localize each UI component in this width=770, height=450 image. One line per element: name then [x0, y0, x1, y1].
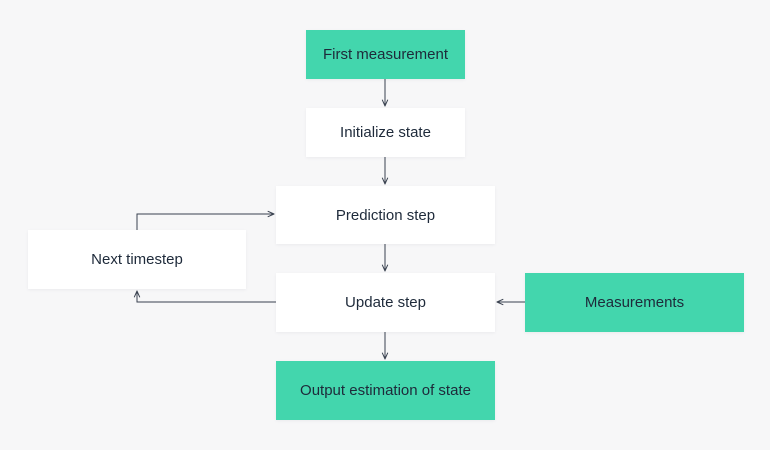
node-output-estimation: Output estimation of state — [276, 361, 495, 420]
node-next-timestep-label: Next timestep — [91, 251, 183, 268]
arrow-update-to-next-timestep — [137, 291, 276, 303]
node-next-timestep: Next timestep — [28, 230, 246, 289]
node-initialize-state-label: Initialize state — [340, 124, 431, 141]
node-update-step-label: Update step — [345, 294, 426, 311]
arrow-next-timestep-to-prediction — [136, 214, 274, 230]
node-measurements: Measurements — [525, 273, 744, 332]
node-initialize-state: Initialize state — [306, 108, 465, 157]
node-output-estimation-label: Output estimation of state — [300, 382, 471, 399]
node-prediction-step-label: Prediction step — [335, 206, 436, 224]
node-update-step: Update step — [276, 273, 495, 332]
node-first-measurement: First measurement — [306, 30, 465, 79]
node-prediction-step: Prediction step — [276, 186, 495, 244]
node-measurements-label: Measurements — [584, 294, 685, 311]
node-first-measurement-label: First measurement — [322, 46, 449, 63]
